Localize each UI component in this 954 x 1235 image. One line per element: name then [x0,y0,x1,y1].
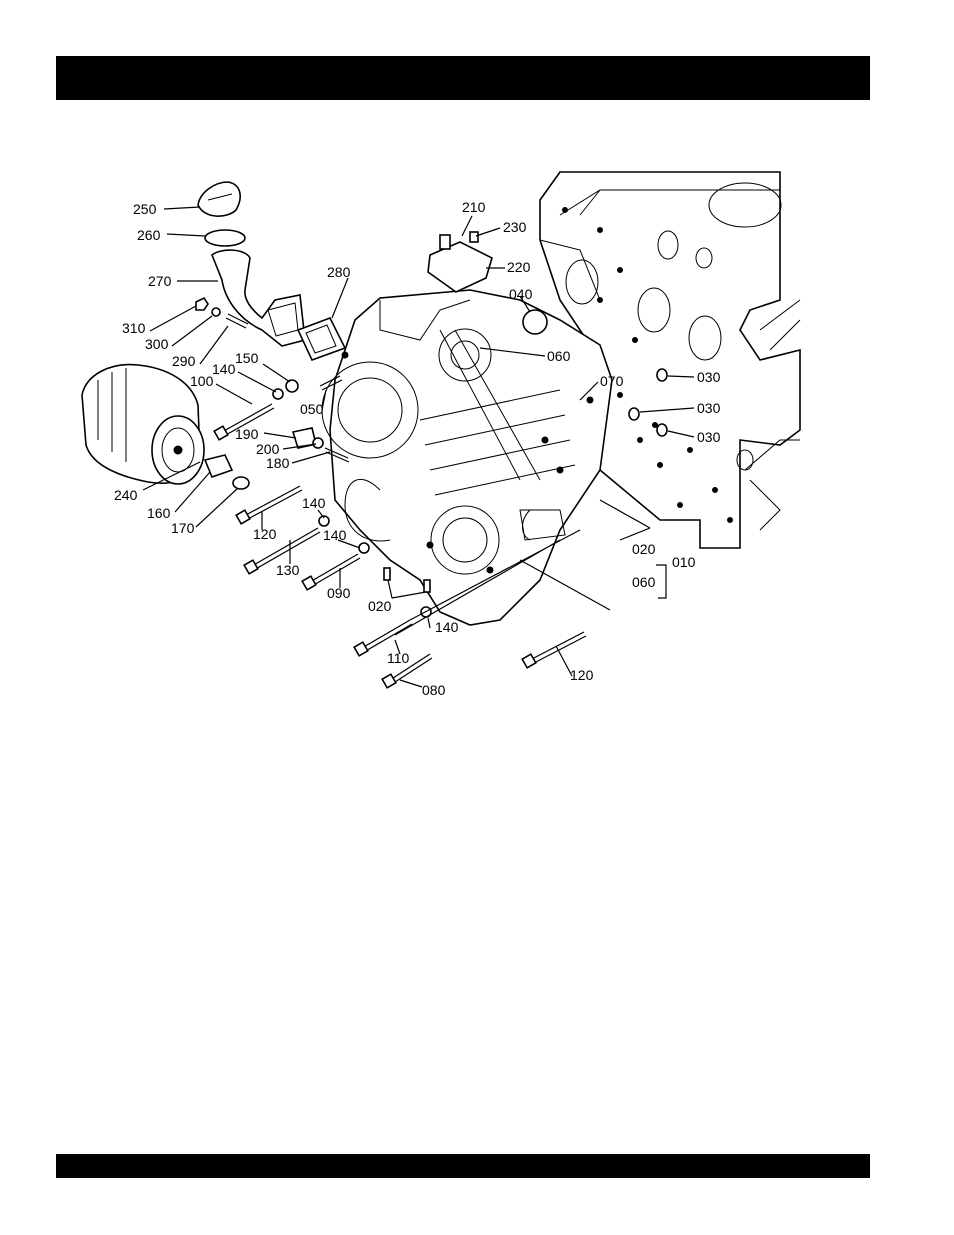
label-120-a: 120 [253,526,277,542]
gear-case [322,290,612,625]
label-030-a: 030 [697,369,721,385]
label-060-b: 060 [632,574,656,590]
label-030-c: 030 [697,429,721,445]
label-040: 040 [509,286,533,302]
label-240: 240 [114,487,138,503]
label-020-b: 020 [632,541,656,557]
label-130: 130 [276,562,300,578]
label-180: 180 [266,455,290,471]
label-140-b: 140 [302,495,326,511]
label-290: 290 [172,353,196,369]
label-160: 160 [147,505,171,521]
label-010: 010 [672,554,696,570]
label-300: 300 [145,336,169,352]
bolt-120-upper [236,486,302,524]
bolt-090 [302,543,369,590]
label-260: 260 [137,227,161,243]
label-150: 150 [235,350,259,366]
label-080: 080 [422,682,446,698]
bolt-120-lower [522,632,586,668]
label-120-b: 120 [570,667,594,683]
label-310: 310 [122,320,146,336]
label-190: 190 [235,426,259,442]
label-140-a: 140 [212,361,236,377]
label-030-b: 030 [697,400,721,416]
oil-filler-cap [198,182,240,216]
label-210: 210 [462,199,486,215]
label-220: 220 [507,259,531,275]
label-110: 110 [387,650,410,666]
top-cover [428,232,492,292]
label-250: 250 [133,201,157,217]
oil-filter [82,365,204,484]
label-070: 070 [600,373,624,389]
label-280: 280 [327,264,351,280]
label-090: 090 [327,585,351,601]
o-ring-260 [205,230,245,246]
label-270: 270 [148,273,172,289]
label-230: 230 [503,219,527,235]
label-170: 170 [171,520,195,536]
label-060-a: 060 [547,348,571,364]
label-140-c: 140 [323,527,347,543]
label-020-a: 020 [368,598,392,614]
label-140-d: 140 [435,619,459,635]
gasket-280 [298,318,345,360]
label-100: 100 [190,373,214,389]
oil-filler-pipe [212,250,305,346]
label-050: 050 [300,401,324,417]
